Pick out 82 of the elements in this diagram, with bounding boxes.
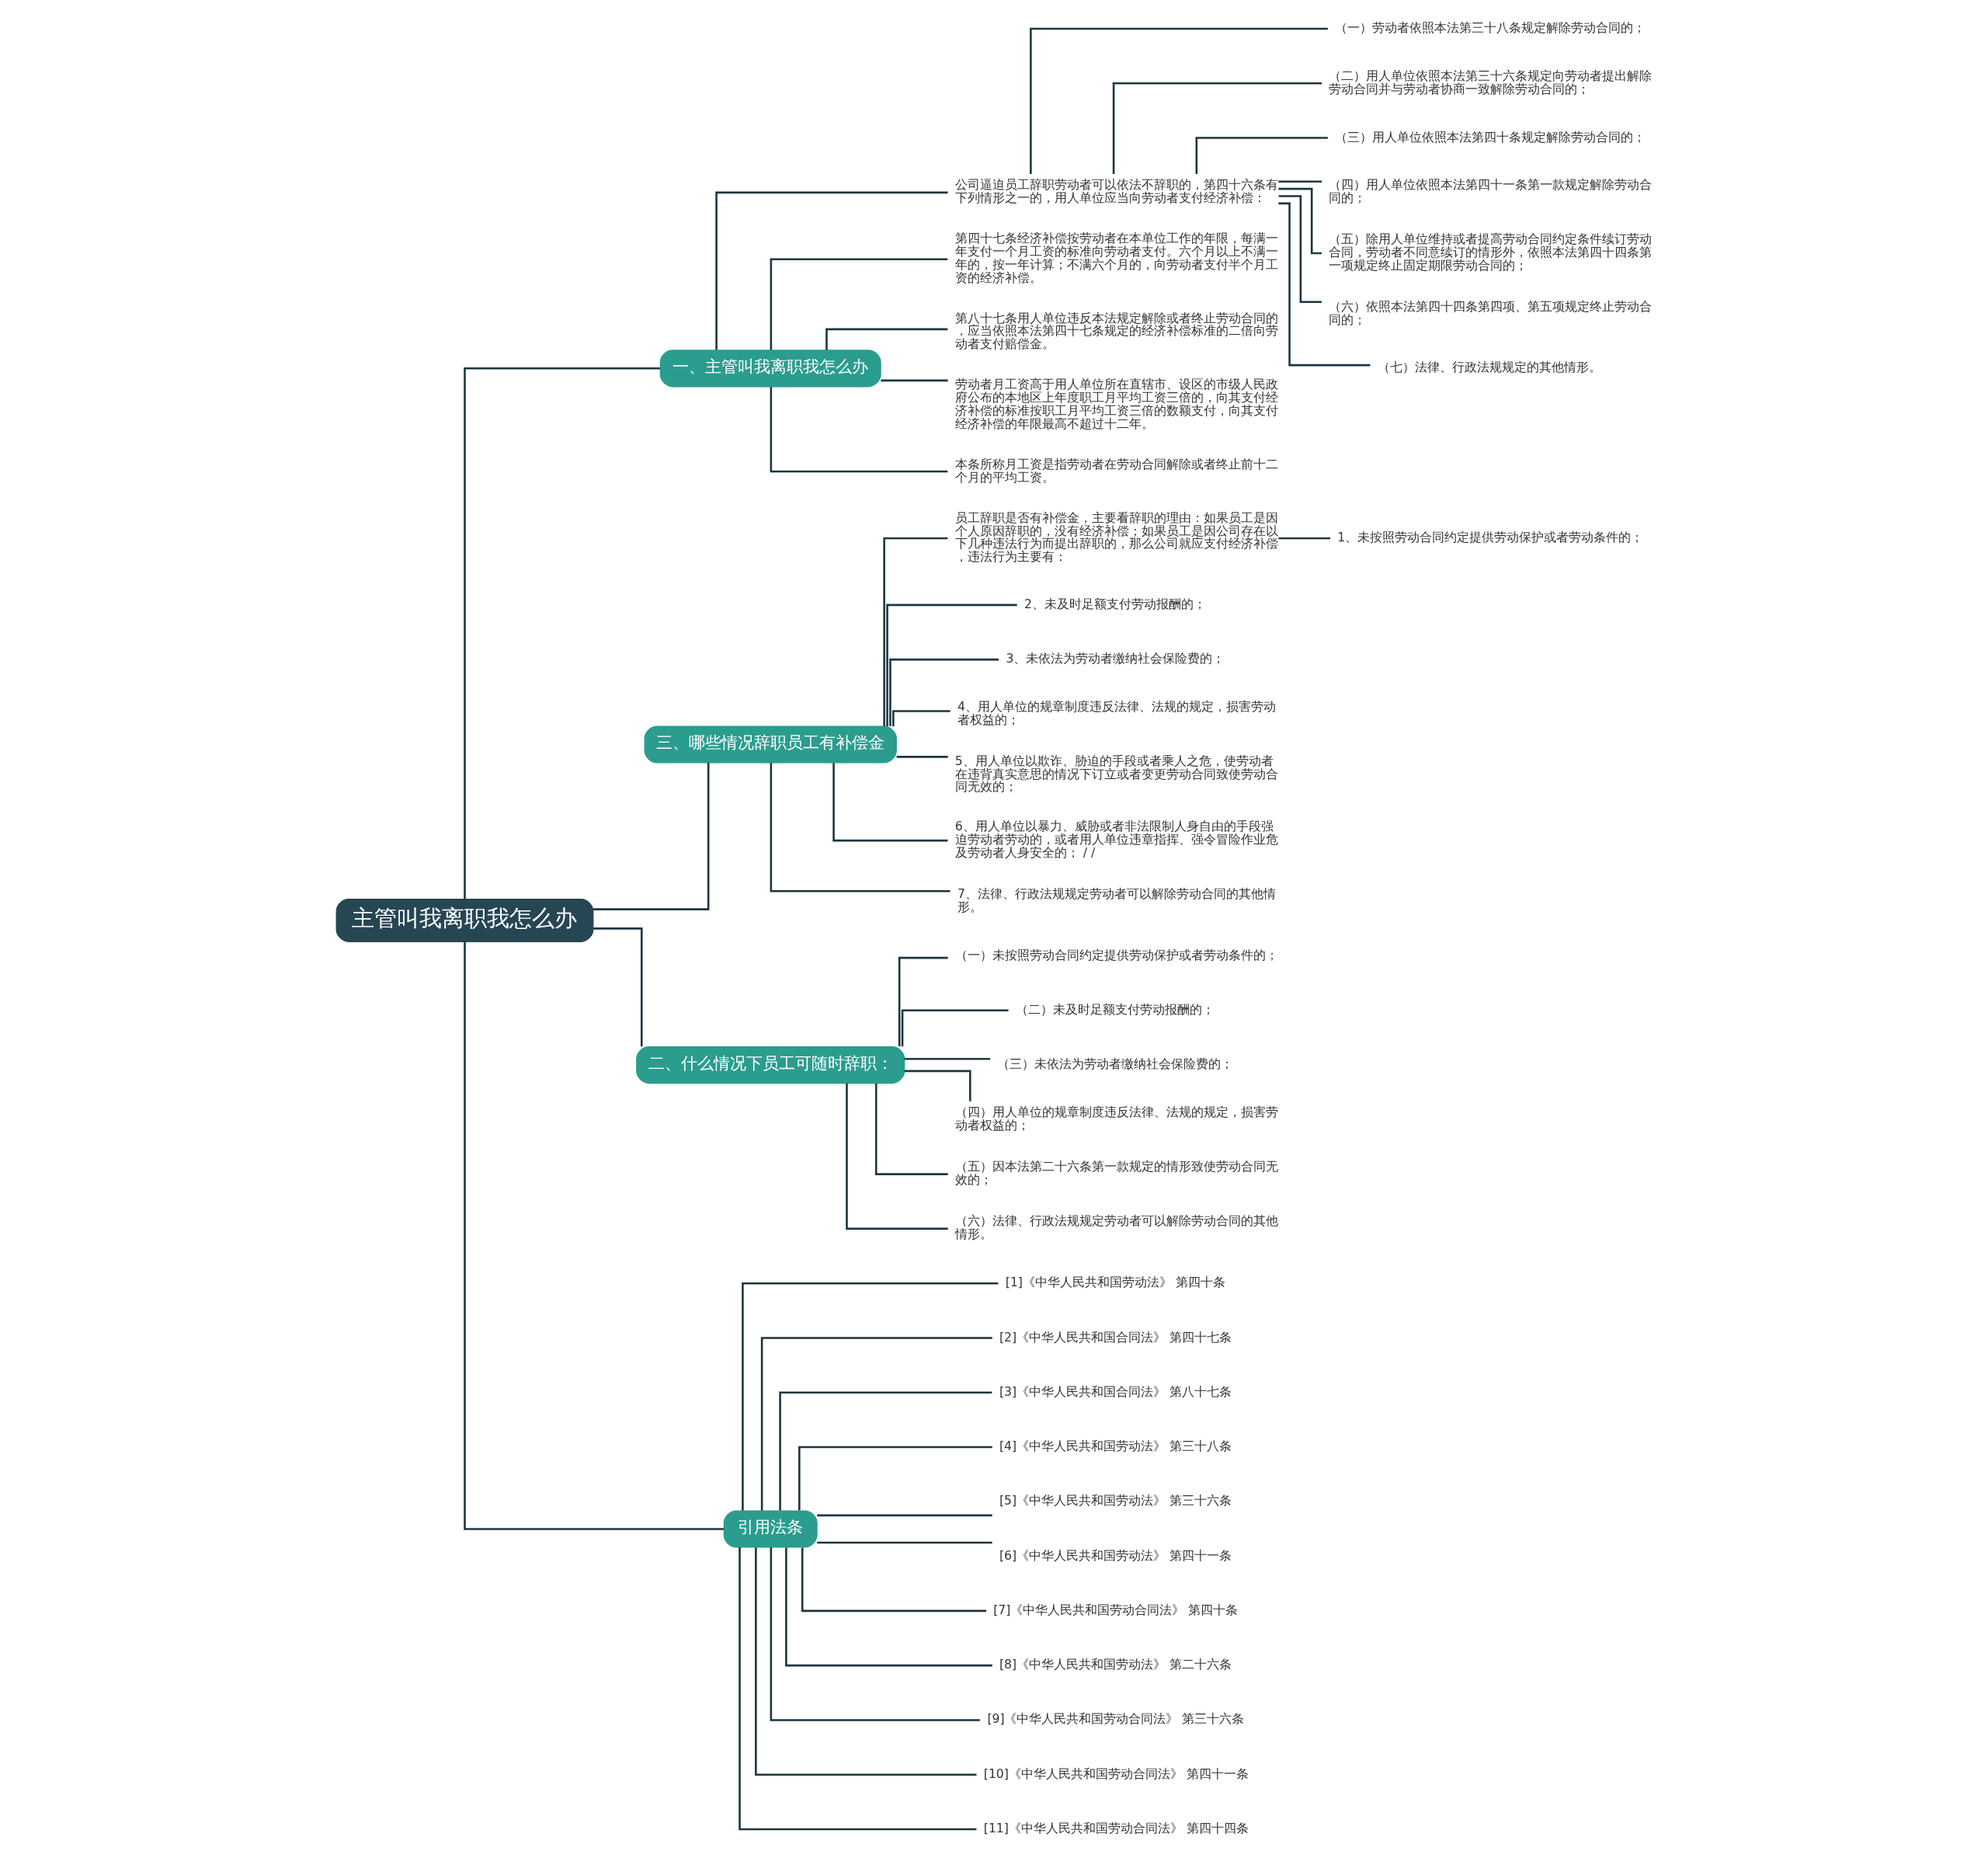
- connector: [770, 1547, 980, 1721]
- node-text: [7]《中华人民共和国劳动合同法》 第四十条: [992, 1602, 1238, 1617]
- node-text: 本条所称月工资是指劳动者在劳动合同解除或者终止前十二个月的平均工资。: [954, 457, 1278, 485]
- node-text: 3、未依法为劳动者缴纳社会保险费的；: [1005, 652, 1225, 666]
- node-text: [8]《中华人民共和国劳动法》 第二十六条: [999, 1658, 1232, 1672]
- connector: [885, 604, 1017, 726]
- node-text: （二）用人单位依照本法第三十六条规定向劳动者提出解除劳动合同并与劳动者协商一致解除劳动合同的；: [1328, 68, 1652, 96]
- node-text: [5]《中华人民共和国劳动法》 第三十六条: [999, 1494, 1232, 1508]
- connector: [816, 1514, 992, 1517]
- node-text: （七）法律、行政法规规定的其他情形。: [1377, 360, 1601, 375]
- connector: [874, 1083, 948, 1175]
- node-text: [9]《中华人民共和国劳动合同法》 第三十六条: [986, 1712, 1244, 1727]
- connector: [845, 1083, 948, 1230]
- node-text: （一）未按照劳动合同约定提供劳动保护或者劳动条件的；: [954, 948, 1278, 962]
- node-box: 三、哪些情况辞职员工有补偿金: [644, 725, 897, 764]
- connector: [784, 1547, 992, 1667]
- connector: [832, 763, 947, 842]
- node-box: 二、什么情况下员工可随时辞职：: [635, 1046, 905, 1084]
- node-text: （五）因本法第二十六条第一款规定的情形致使劳动合同无效的；: [954, 1160, 1278, 1188]
- connector: [898, 956, 948, 1047]
- node-text: [4]《中华人民共和国劳动法》 第三十八条: [999, 1439, 1232, 1454]
- connector: [593, 763, 709, 910]
- node-text: [11]《中华人民共和国劳动合同法》 第四十四条: [983, 1821, 1249, 1836]
- node-text: （六）法律、行政法规规定劳动者可以解除劳动合同的其他情形。: [954, 1214, 1278, 1242]
- node-text: 4、用人单位的规章制度违反法律、法规的规定，损害劳动者权益的；: [957, 700, 1276, 727]
- connector: [770, 763, 950, 892]
- connector: [880, 379, 948, 382]
- node-text: （三）用人单位依照本法第四十条规定解除劳动合同的；: [1334, 130, 1646, 144]
- connector: [1277, 180, 1322, 183]
- connector: [1277, 202, 1370, 367]
- node-text: [1]《中华人民共和国劳动法》 第四十条: [1005, 1275, 1225, 1290]
- node-text: 员工辞职是否有补偿金，主要看辞职的理由：如果员工是因个人原因辞职的，没有经济补偿；如果员工是因公司存在以下几种违法行为而提出辞职的，那么公司就应支付经济补偿，违法行为主要有：: [954, 510, 1278, 565]
- node-text: 7、法律、行政法规规定劳动者可以解除劳动合同的其他情形。: [957, 886, 1276, 914]
- connector: [888, 658, 999, 726]
- node-box: 一、主管叫我离职我怎么办: [659, 350, 881, 388]
- connector: [778, 1391, 992, 1511]
- connector: [463, 941, 724, 1530]
- node-text: 第四十七条经济补偿按劳动者在本单位工作的年限，每满一年支付一个月工资的标准向劳动者支付。六个月以上不满一年的，按一年计算；不满六个月的，向劳动者支付半个月工资的经济补偿。: [954, 231, 1278, 286]
- connector: [770, 258, 947, 350]
- node-text: 2、未及时足额支付劳动报酬的；: [1024, 597, 1206, 611]
- connector: [1029, 27, 1328, 175]
- node-box: 引用法条: [723, 1510, 818, 1548]
- connector: [714, 191, 947, 350]
- node-text: （四）用人单位依照本法第四十一条第一款规定解除劳动合同的；: [1328, 178, 1652, 206]
- connector: [760, 1337, 992, 1511]
- connector: [904, 1057, 990, 1060]
- node-text: [6]《中华人民共和国劳动法》 第四十一条: [999, 1548, 1232, 1563]
- connector: [891, 710, 951, 726]
- node-text: （二）未及时足额支付劳动报酬的；: [1015, 1002, 1215, 1017]
- node-text: （一）劳动者依照本法第三十八条规定解除劳动合同的；: [1334, 21, 1646, 36]
- connector: [1277, 187, 1322, 255]
- node-text: 1、未按照劳动合同约定提供劳动保护或者劳动条件的；: [1336, 530, 1643, 545]
- node-text: [10]《中华人民共和国劳动合同法》 第四十一条: [983, 1766, 1249, 1781]
- connector: [741, 1282, 998, 1511]
- node-text: 劳动者月工资高于用人单位所在直辖市、设区的市级人民政府公布的本地区上年度职工月平均工资三倍的，向其支付经济补偿的标准按职工月平均工资三倍的数额支付，向其支付经济补偿的年限最高不超过十二年。: [954, 377, 1278, 431]
- node-text: 6、用人单位以暴力、威胁或者非法限制人身自由的手段强迫劳动者劳动的，或者用人单位违章指挥、强令冒险作业危及劳动者人身安全的； / /: [954, 819, 1278, 861]
- connector: [798, 1446, 992, 1511]
- node-text: [2]《中华人民共和国合同法》 第四十七条: [999, 1330, 1232, 1345]
- connector: [801, 1547, 986, 1613]
- connector: [463, 367, 660, 899]
- connector: [904, 1070, 971, 1101]
- connector: [882, 537, 947, 726]
- connector: [1195, 137, 1328, 175]
- connector: [770, 387, 947, 473]
- node-box: 主管叫我离职我怎么办: [335, 898, 593, 942]
- node-text: 5、用人单位以欺诈、胁迫的手段或者乘人之危，使劳动者在违背真实意思的情况下订立或者变更劳动合同致使劳动合同无效的；: [954, 753, 1278, 795]
- connector: [738, 1547, 976, 1831]
- connector: [901, 1009, 1009, 1047]
- connector: [1277, 537, 1330, 540]
- connector: [1112, 82, 1322, 174]
- node-text: 公司逼迫员工辞职劳动者可以依法不辞职的，第四十六条有下列情形之一的，用人单位应当向劳动者支付经济补偿：: [954, 178, 1278, 206]
- node-text: （六）依照本法第四十四条第四项、第五项规定终止劳动合同的；: [1328, 299, 1652, 327]
- node-text: （五）除用人单位维持或者提高劳动合同约定条件续订劳动合同，劳动者不同意续订的情形外，依照本法第四十四条第一项规定终止固定期限劳动合同的；: [1328, 232, 1652, 273]
- connector: [593, 927, 643, 1047]
- connector: [754, 1547, 976, 1776]
- node-text: [3]《中华人民共和国合同法》 第八十七条: [999, 1384, 1232, 1399]
- connector: [1278, 195, 1322, 304]
- connector: [816, 1541, 992, 1544]
- node-text: （四）用人单位的规章制度违反法律、法规的规定，损害劳动者权益的；: [954, 1105, 1278, 1133]
- node-text: （三）未依法为劳动者缴纳社会保险费的；: [996, 1057, 1233, 1072]
- connector: [896, 756, 948, 758]
- node-text: 第八十七条用人单位违反本法规定解除或者终止劳动合同的，应当依照本法第四十七条规定的经济补偿标准的二倍向劳动者支付赔偿金。: [954, 311, 1278, 352]
